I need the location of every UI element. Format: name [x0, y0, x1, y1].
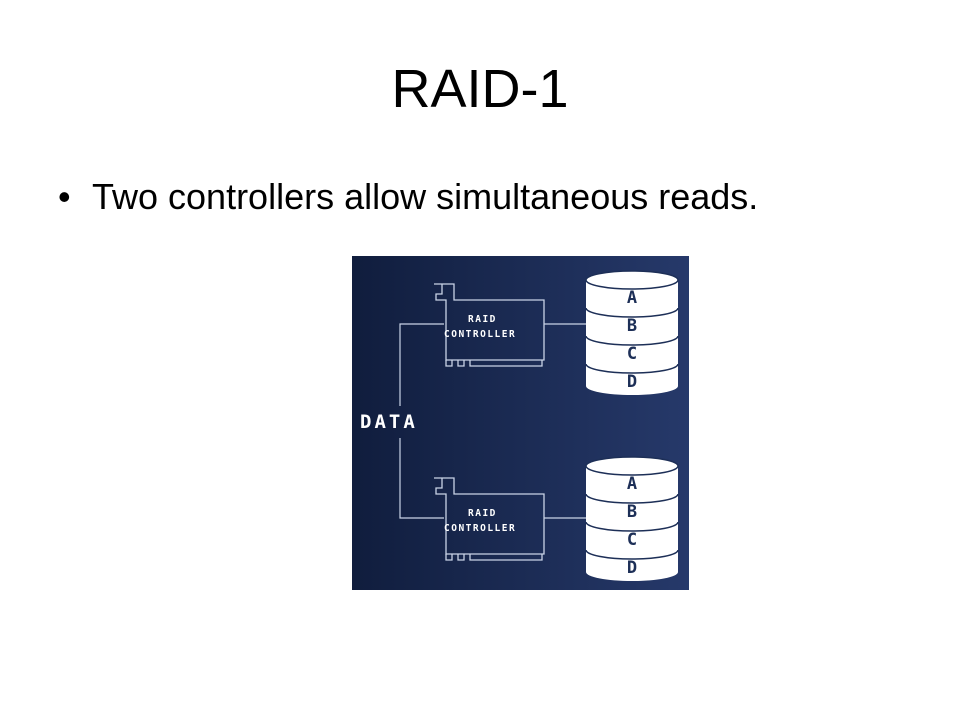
- data-to-controller-1-line: [399, 323, 444, 406]
- disk-1-segment-d: D: [627, 372, 637, 392]
- controller-2-card-outline: [434, 477, 545, 555]
- disk-1-top: [585, 270, 679, 290]
- disk-2-segment-d: D: [627, 558, 637, 578]
- controller-2-card-pins: [445, 554, 543, 561]
- disk-2-top: [585, 456, 679, 476]
- disk-2-dividers: [585, 493, 679, 560]
- controller-1-card-outline: [434, 283, 545, 361]
- disk-1-dividers: [585, 307, 679, 374]
- disk-1-segment-a: A: [627, 288, 637, 308]
- disk-2-segment-c: C: [627, 530, 637, 550]
- bullet-dot: •: [58, 176, 71, 217]
- disk-2-segment-a: A: [627, 474, 637, 494]
- controller-1-label-line1: RAID: [468, 314, 497, 325]
- disk-2-body: [586, 457, 678, 581]
- bullet-text: Two controllers allow simultaneous reads…: [92, 176, 759, 217]
- disk-1-segment-c: C: [627, 344, 637, 364]
- disk-2-segment-b: B: [627, 502, 637, 522]
- page-title: RAID-1: [391, 59, 569, 119]
- bullet-list: • Two controllers allow simultaneous read…: [58, 176, 758, 218]
- disk-1-segment-b: B: [627, 316, 637, 336]
- raid1-diagram: DATA RAID CONTROLLER RAID CONTROLLER A B: [352, 256, 689, 590]
- controller-1-card-pins: [445, 360, 543, 367]
- controller-2-label-line1: RAID: [468, 508, 497, 519]
- bullet-item: • Two controllers allow simultaneous read…: [58, 176, 758, 218]
- disk-stack-2: A B C D: [585, 456, 679, 581]
- raid-controller-card-2: [434, 477, 545, 561]
- controller-1-label-line2: CONTROLLER: [444, 329, 516, 340]
- disk-stack-1: A B C D: [585, 270, 679, 395]
- raid1-diagram-svg: DATA RAID CONTROLLER RAID CONTROLLER A B: [352, 256, 689, 590]
- raid-controller-card-1: [434, 283, 545, 367]
- data-label: DATA: [360, 411, 418, 433]
- disk-1-body: [586, 271, 678, 395]
- data-to-controller-2-line: [399, 438, 444, 519]
- controller-2-label-line2: CONTROLLER: [444, 523, 516, 534]
- connector-lines: [399, 323, 586, 519]
